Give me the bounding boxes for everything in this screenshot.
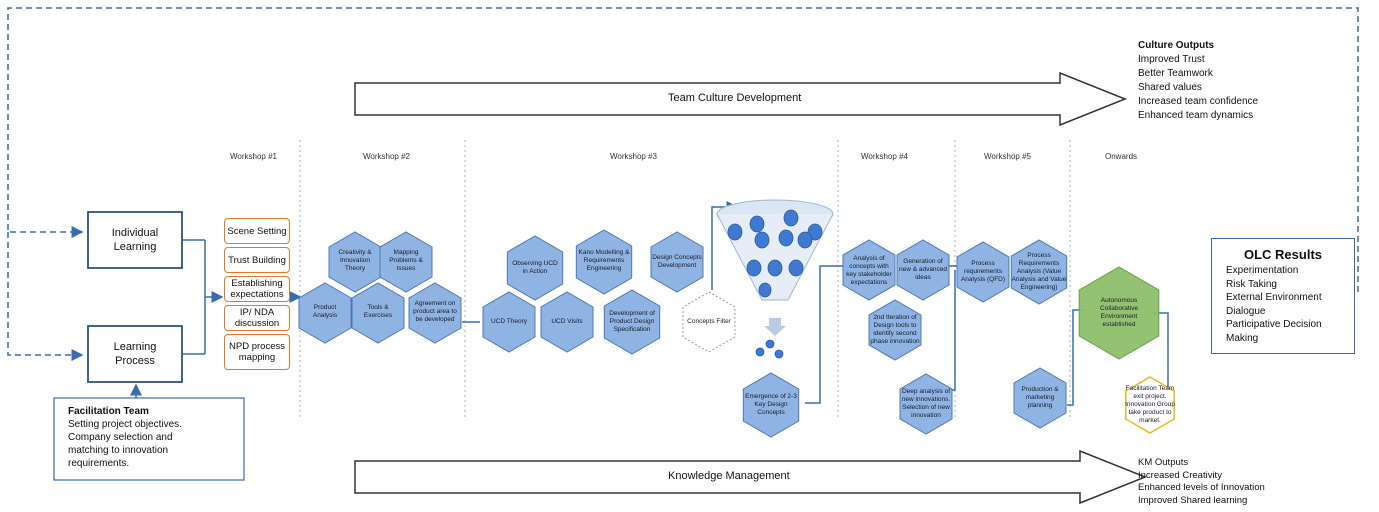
- culture-arrow: [354, 71, 1128, 127]
- hex-design-concepts: Design Concepts Development: [652, 254, 702, 269]
- hex-deep-analysis: Deep analysis of new innovations. Select…: [901, 388, 951, 419]
- facilitation-line: Setting project objectives.: [68, 419, 182, 430]
- hex-facilitation-exit: Facilitation Team exit project. Innovati…: [1125, 385, 1175, 424]
- hex-creativity: Creativity & Innovation Theory: [338, 249, 372, 272]
- hex-observing: Observing UCD in Action: [512, 260, 558, 275]
- km-outputs: KM Outputs Increased Creativity Enhanced…: [1138, 457, 1265, 507]
- hex-analysis-concepts: Analysis of concepts with key stakeholde…: [846, 255, 892, 286]
- facilitation-team-text: Facilitation Team Setting project object…: [68, 405, 240, 470]
- km-arrow-label: Knowledge Management: [668, 470, 790, 482]
- workshop-3-label: Workshop #3: [610, 152, 657, 161]
- hex-product-analysis: Product Analysis: [312, 304, 338, 319]
- facilitation-line: Company selection and: [68, 432, 173, 443]
- learning-process-label: Learning Process: [113, 341, 157, 367]
- km-output-item: Improved Shared learning: [1138, 494, 1248, 506]
- facilitation-team-title: Facilitation Team: [68, 406, 149, 417]
- olc-item: Participative Decision: [1226, 319, 1322, 330]
- hex-second-iteration: 2nd Iteration of Design tools to identif…: [870, 314, 920, 345]
- olc-item: External Environment: [1226, 292, 1322, 303]
- olc-item: Risk Taking: [1226, 278, 1277, 290]
- km-output-item: Increased Creativity: [1138, 469, 1222, 481]
- hex-emergence: Emergence of 2-3 Key Design Concepts: [745, 393, 797, 416]
- olc-item: Dialogue: [1226, 305, 1266, 317]
- ws1-establishing-expectations: Establishing expectations: [224, 276, 290, 302]
- ws1-trust-building: Trust Building: [224, 247, 290, 273]
- ws1-ip-nda: IP/ NDA discussion: [224, 305, 290, 331]
- hex-kano: Kano Modelling & Requirements Engineerin…: [578, 249, 630, 272]
- hex-generation: Generation of new & advanced ideas: [898, 258, 948, 281]
- culture-output-item: Shared values: [1138, 82, 1202, 93]
- olc-item: Experimentation: [1226, 265, 1299, 276]
- hex-process-req: Process requirements Analysis (QFD): [960, 260, 1006, 283]
- culture-output-item: Enhanced team dynamics: [1138, 110, 1254, 121]
- culture-output-item: Better Teamwork: [1138, 68, 1213, 79]
- ws1-npd-mapping: NPD process mapping: [224, 334, 290, 370]
- ws1-scene-setting: Scene Setting: [224, 218, 290, 244]
- olc-results-title: OLC Results: [1243, 247, 1322, 262]
- km-output-item: Enhanced levels of Innovation: [1138, 482, 1265, 493]
- culture-output-item: Improved Trust: [1138, 54, 1205, 65]
- hex-autonomous: Autonomous Collaborative Environment est…: [1100, 297, 1138, 328]
- individual-learning-label: Individual Learning: [111, 227, 159, 253]
- hex-agreement: Agreement on product area to be develope…: [413, 300, 457, 323]
- hex-concepts-filter: Concepts Filter: [687, 318, 731, 325]
- facilitation-line: requirements.: [68, 458, 130, 469]
- feedback-loop-line-2: [7, 232, 84, 361]
- km-arrow: [354, 449, 1148, 505]
- km-outputs-title: KM Outputs: [1138, 457, 1189, 468]
- culture-arrow-label: Team Culture Development: [668, 92, 802, 104]
- workshop-1-label: Workshop #1: [230, 152, 277, 161]
- hex-mapping: Mapping Problems & Issues: [389, 249, 423, 272]
- hex-process-req-ve: Process Requirements Analysis (Value Ana…: [1011, 252, 1067, 291]
- hex-ucd-theory: UCD Theory: [490, 318, 527, 325]
- hex-dev-spec: Development of Product Design Specificat…: [609, 310, 655, 333]
- olc-results-box: OLC Results Experimentation Risk Taking …: [1211, 238, 1355, 354]
- olc-item: Making: [1226, 332, 1259, 344]
- culture-outputs-title: Culture Outputs: [1138, 40, 1215, 51]
- culture-outputs: Culture Outputs Improved Trust Better Te…: [1138, 39, 1258, 123]
- funnel-graphic: [711, 199, 834, 359]
- feedback-loop-line: [7, 7, 1359, 292]
- culture-output-item: Increased team confidence: [1138, 96, 1259, 107]
- workshop-2-label: Workshop #2: [363, 152, 410, 161]
- hex-tools: Tools & Exercises: [363, 304, 393, 319]
- hex-production: Production & marketing planning: [1021, 386, 1059, 409]
- facilitation-box: [53, 397, 245, 481]
- onwards-label: Onwards: [1105, 152, 1138, 161]
- workshop-5-label: Workshop #5: [984, 152, 1031, 161]
- workshop-4-label: Workshop #4: [861, 152, 908, 161]
- hex-ucd-visits: UCD Visits: [551, 318, 583, 325]
- facilitation-line: matching to innovation: [68, 445, 169, 456]
